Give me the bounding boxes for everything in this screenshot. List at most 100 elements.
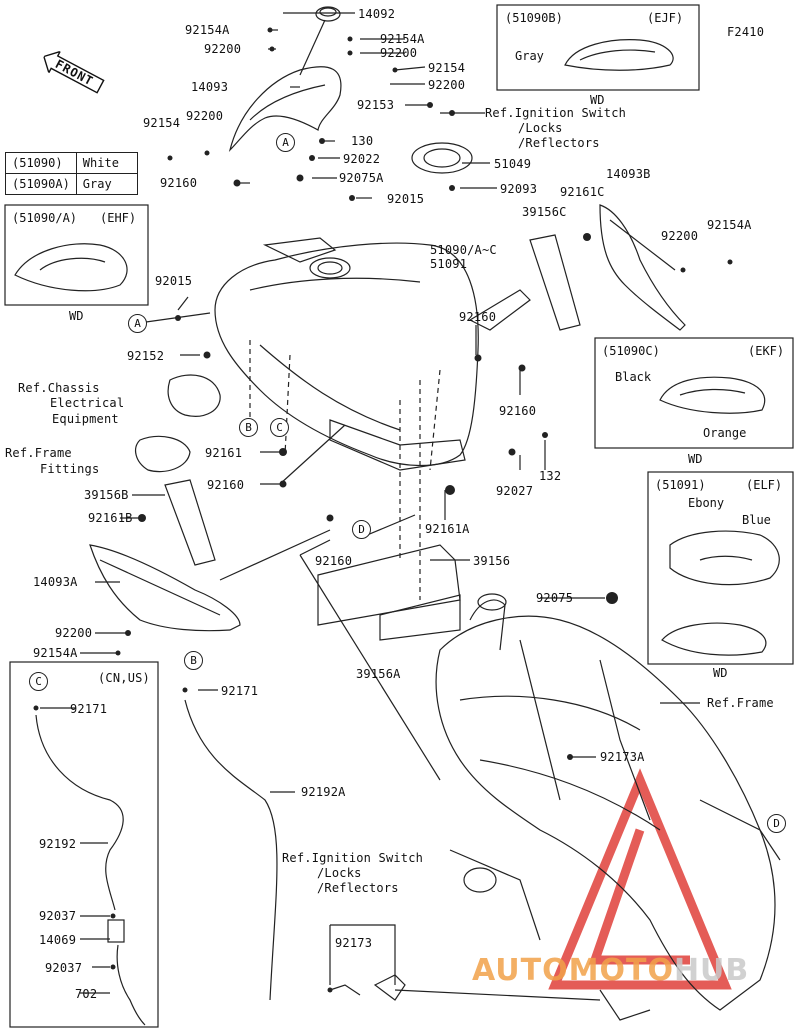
- part-label: 92171: [70, 702, 108, 716]
- part-label: 51091: [430, 257, 468, 271]
- part-label: 92037: [39, 909, 77, 923]
- part-label: 92015: [155, 274, 193, 288]
- ejf-color: Gray: [515, 49, 544, 63]
- table-row: (51090) White: [5, 152, 138, 174]
- ekf-color-orange: Orange: [703, 426, 747, 440]
- part-label: 39156A: [356, 667, 401, 681]
- ref-ignition-bottom-3: /Reflectors: [317, 881, 399, 895]
- part-label: 92160: [207, 478, 245, 492]
- hose-92192: [35, 714, 124, 911]
- ref-ignition-top-1: Ref.Ignition Switch: [485, 106, 627, 120]
- part-label: 51090/A~C: [430, 243, 497, 257]
- part-label: 14069: [39, 933, 77, 947]
- elf-code: (51091): [655, 478, 706, 492]
- part-label: 92200: [428, 78, 466, 92]
- watermark-text: AUTOMOTOHUB: [472, 953, 749, 988]
- part-label: 92200: [186, 109, 224, 123]
- part-label: 92015: [387, 192, 425, 206]
- table-cell-code: (51090A): [5, 173, 77, 195]
- part-label: 92093: [500, 182, 538, 196]
- callout-d: D: [767, 814, 786, 833]
- side-cover-right-shape: [599, 204, 686, 331]
- callout-a: A: [276, 133, 295, 152]
- frame-shape: [435, 593, 781, 1021]
- tank-cover-shape: [228, 66, 342, 152]
- callout-c: C: [29, 672, 48, 691]
- part-label: 92152: [127, 349, 165, 363]
- ekf-code: (51090C): [602, 344, 660, 358]
- ehf-inset-box: [4, 204, 149, 306]
- cn-us-label: (CN,US): [98, 671, 150, 685]
- part-label: 92192A: [301, 785, 346, 799]
- fuel-tank-shape: [214, 242, 479, 467]
- front-direction-arrow: FRONT: [38, 46, 108, 98]
- ekf-inset-box: [594, 337, 794, 449]
- part-label: 92192: [39, 837, 77, 851]
- part-label: 702: [75, 987, 98, 1001]
- part-label: 14093B: [606, 167, 651, 181]
- elf-inset-box: [647, 471, 794, 665]
- part-label: 92027: [496, 484, 534, 498]
- part-label: 92154: [428, 61, 466, 75]
- figure-code: F2410: [727, 25, 765, 39]
- part-label: 39156: [473, 554, 511, 568]
- ref-ignition-top-3: /Reflectors: [518, 136, 600, 150]
- ref-chassis-1: Ref.Chassis: [18, 381, 100, 395]
- part-label: 92154A: [707, 218, 752, 232]
- part-label: 92160: [315, 554, 353, 568]
- part-label: 39156C: [522, 205, 567, 219]
- ejf-inset-box: [496, 4, 700, 91]
- callout-d: D: [352, 520, 371, 539]
- part-label: 92173A: [600, 750, 645, 764]
- callout-b: B: [184, 651, 203, 670]
- part-label: 14092: [358, 7, 396, 21]
- hose-92192A: [184, 699, 278, 1001]
- part-label: 92154A: [185, 23, 230, 37]
- part-label: 92154A: [380, 32, 425, 46]
- part-label: 92154A: [33, 646, 78, 660]
- ref-frame-fittings-1: Ref.Frame: [5, 446, 72, 460]
- part-label: 92161B: [88, 511, 133, 525]
- part-label: 92022: [343, 152, 381, 166]
- watermark-logo: [548, 768, 732, 990]
- table-row: (51090A) Gray: [5, 173, 138, 195]
- part-label: 92160: [160, 176, 198, 190]
- part-label: 92075A: [339, 171, 384, 185]
- part-label: 92160: [459, 310, 497, 324]
- part-label: 92200: [204, 42, 242, 56]
- watermark-part2: HUB: [673, 953, 750, 988]
- ekf-sub: WD: [688, 452, 703, 466]
- part-label: 39156B: [84, 488, 129, 502]
- part-label: 92200: [380, 46, 418, 60]
- part-label: 92154: [143, 116, 181, 130]
- elf-sub: WD: [713, 666, 728, 680]
- part-label: 92173: [335, 936, 373, 950]
- table-cell-color: Gray: [75, 173, 138, 195]
- ehf-sub: WD: [69, 309, 84, 323]
- elf-model: (ELF): [746, 478, 783, 492]
- part-label: 92161A: [425, 522, 470, 536]
- part-label: 14093A: [33, 575, 78, 589]
- part-label: 92171: [221, 684, 259, 698]
- ref-ignition-bottom-1: Ref.Ignition Switch: [282, 851, 424, 865]
- part-label: 92153: [357, 98, 395, 112]
- ref-frame-fittings-2: Fittings: [40, 462, 100, 476]
- part-label: 92160: [499, 404, 537, 418]
- elf-color-ebony: Ebony: [688, 496, 725, 510]
- fasteners: [33, 27, 733, 993]
- part-label: 92037: [45, 961, 83, 975]
- elf-color-blue: Blue: [742, 513, 771, 527]
- callout-a: A: [128, 314, 147, 333]
- ehf-code: (51090/A): [12, 211, 78, 225]
- part-label: 51049: [494, 157, 532, 171]
- ekf-color-black: Black: [615, 370, 652, 384]
- ejf-sub: WD: [590, 93, 605, 107]
- part-label: 92075: [536, 591, 574, 605]
- part-label: 92161C: [560, 185, 605, 199]
- watermark-part1: AUTOMOTO: [472, 953, 674, 988]
- cn-us-box: [9, 661, 159, 1028]
- ref-frame: Ref.Frame: [707, 696, 774, 710]
- part-label: 92200: [55, 626, 93, 640]
- ref-ignition-top-2: /Locks: [518, 121, 563, 135]
